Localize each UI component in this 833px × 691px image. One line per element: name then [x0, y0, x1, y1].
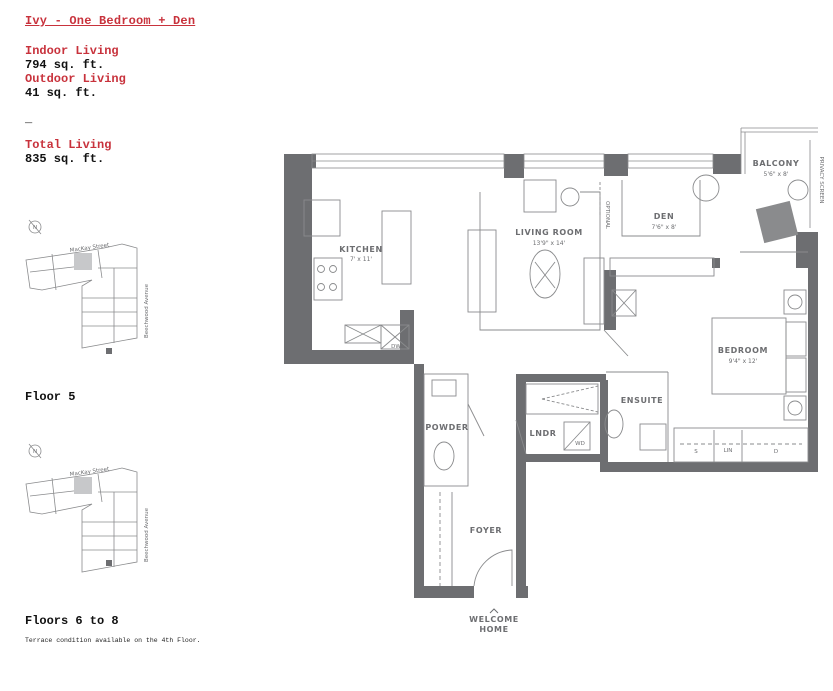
compass-letter: N	[33, 449, 37, 455]
outdoor-living-value: 41 sq. ft.	[25, 86, 98, 100]
street-label-side: Beechwood Avenue	[144, 507, 150, 562]
closet-lin-label: LIN	[724, 448, 733, 454]
entry-label-line2: HOME	[479, 625, 508, 634]
armchair	[523, 179, 557, 213]
street-label-top: MacKay Street	[69, 466, 110, 478]
indoor-living-label: Indoor Living	[25, 44, 119, 58]
walls	[284, 154, 818, 598]
room-living-dims: 13'9" x 14'	[533, 240, 566, 247]
compass-icon	[28, 443, 42, 459]
room-living: LIVING ROOM	[515, 228, 583, 237]
street-label-side: Beechwood Avenue	[144, 283, 150, 338]
fixtures	[303, 174, 809, 587]
key-plan-floors-6-8: MacKay Street Beechwood Avenue N	[25, 443, 150, 573]
shower	[525, 383, 599, 415]
closet-d-label: D	[774, 449, 778, 455]
entry-arrow-icon	[489, 608, 499, 614]
room-bedroom-dims: 9'4" x 12'	[729, 358, 758, 365]
room-balcony-dims: 5'6" x 8'	[764, 171, 789, 178]
total-living-value: 835 sq. ft.	[25, 152, 105, 166]
room-kitchen-dims: 7' x 11'	[350, 256, 372, 263]
unit-info: Ivy - One Bedroom + Den Indoor Living 79…	[25, 14, 195, 166]
key-plan-label: Floor 5	[25, 390, 76, 404]
stove	[313, 257, 343, 301]
entry-label-line1: WELCOME	[469, 615, 519, 624]
room-powder: POWDER	[425, 423, 468, 432]
windows	[311, 127, 818, 228]
key-plan-floor-5: MacKay Street Beechwood Avenue N	[25, 219, 150, 354]
room-den: DEN	[654, 212, 675, 221]
closet-s-label: S	[694, 449, 698, 455]
dishwasher-label: DW	[391, 344, 401, 350]
room-balcony: BALCONY	[753, 159, 800, 168]
room-foyer: FOYER	[470, 526, 502, 535]
sofa	[467, 229, 497, 313]
compass-icon	[28, 219, 42, 235]
tv-console	[583, 257, 605, 325]
coffee-table	[529, 249, 561, 299]
key-plan-label: Floors 6 to 8	[25, 614, 119, 628]
outdoor-living-label: Outdoor Living	[25, 72, 126, 86]
optional-label: OPTIONAL	[604, 201, 610, 230]
washer-dryer	[563, 421, 591, 451]
washer-dryer-label: WD	[575, 441, 585, 447]
room-kitchen: KITCHEN	[339, 245, 383, 254]
room-laundry: LNDR	[530, 429, 557, 438]
separator: _	[25, 112, 33, 126]
terrace-note: Terrace condition available on the 4th F…	[25, 637, 201, 644]
room-den-dims: 7'6" x 8'	[652, 224, 677, 231]
room-bedroom: BEDROOM	[718, 346, 768, 355]
room-ensuite: ENSUITE	[621, 396, 664, 405]
compass-letter: N	[33, 225, 37, 231]
closet	[673, 427, 809, 463]
bed	[711, 317, 787, 395]
street-label-top: MacKay Street	[69, 242, 110, 254]
privacy-screen-label: PRIVACY SCREEN	[818, 157, 824, 204]
total-living-label: Total Living	[25, 138, 112, 152]
unit-title: Ivy - One Bedroom + Den	[25, 14, 196, 28]
island	[381, 210, 412, 285]
indoor-living-value: 794 sq. ft.	[25, 58, 105, 72]
room-labels: KITCHEN 7' x 11' LIVING ROOM 13'9" x 14'…	[339, 157, 824, 634]
fridge	[303, 199, 341, 237]
